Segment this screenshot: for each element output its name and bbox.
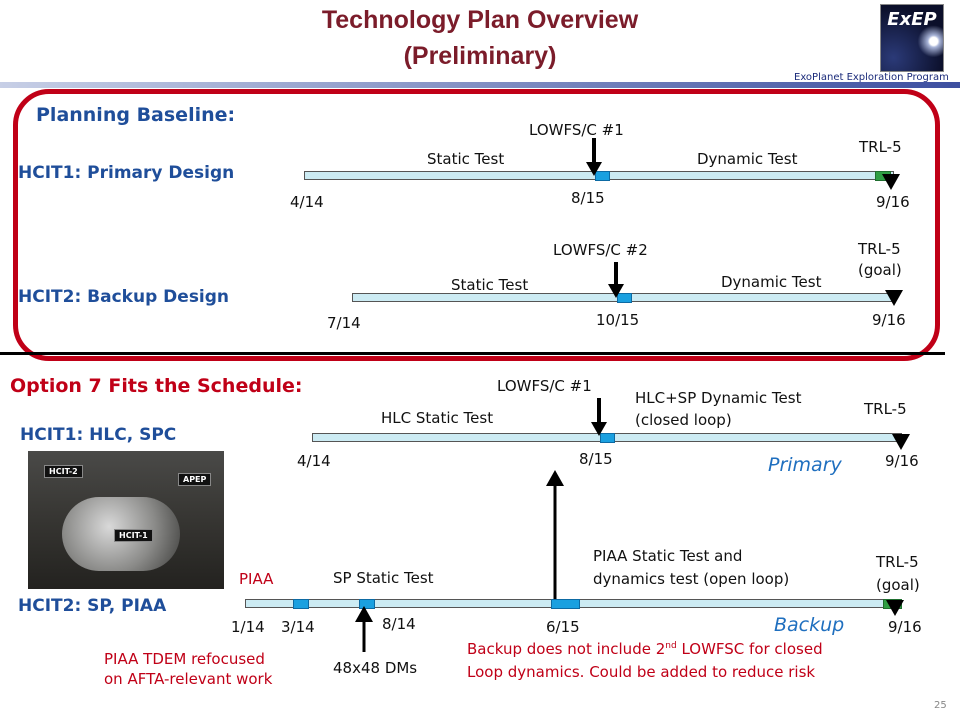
open-loop-label: dynamics test (open loop) (593, 570, 790, 588)
lowfs-1-label: LOWFS/C #1 (529, 121, 624, 139)
backup-dynamic-test-label: Dynamic Test (721, 273, 822, 291)
backup-note-pre: Backup does not include 2 (467, 640, 666, 658)
page-number: 25 (934, 700, 947, 711)
hcit1-primary-label: HCIT1: Primary Design (18, 163, 235, 183)
opt7-lowfs-1-marker (600, 433, 615, 443)
opt7-backup-trl5-goal: (goal) (876, 576, 920, 594)
backup-trl5-label: TRL-5 (858, 240, 901, 258)
hcit2-backup-label: HCIT2: Backup Design (18, 287, 230, 307)
exep-logo: ExEP (880, 4, 944, 72)
program-name: ExoPlanet Exploration Program (794, 72, 949, 83)
backup-tag: Backup (774, 614, 845, 636)
backup-date-3-14: 3/14 (281, 618, 315, 636)
backup-end-date: 9/16 (872, 311, 906, 329)
option7-heading: Option 7 Fits the Schedule: (10, 375, 303, 397)
hcit2-sp-piaa-label: HCIT2: SP, PIAA (18, 596, 167, 616)
primary-start-date: 4/14 (290, 193, 324, 211)
backup-date-1-14: 1/14 (231, 618, 265, 636)
hlc-sp-dynamic-label: HLC+SP Dynamic Test (635, 389, 802, 407)
planning-baseline-box (13, 89, 940, 361)
photo-tag-hcit2: HCIT-2 (44, 465, 83, 478)
backup-trl5-goal: (goal) (858, 261, 902, 279)
static-test-label: Static Test (427, 150, 505, 168)
hlc-static-test-label: HLC Static Test (381, 409, 494, 427)
lowfs-2-label: LOWFS/C #2 (553, 241, 648, 259)
photo-tag-apep: APEP (178, 473, 212, 486)
opt7-primary-mid: 8/15 (579, 450, 613, 468)
backup-note-line2: Loop dynamics. Could be added to reduce … (467, 663, 816, 681)
primary-mid-date: 8/15 (571, 189, 605, 207)
piaa-static-label: PIAA Static Test and (593, 547, 743, 565)
photo-tag-hcit1: HCIT-1 (114, 529, 153, 542)
backup-date-8-14: 8/14 (382, 615, 416, 633)
dms-arrow (355, 606, 373, 652)
backup-note-post: LOWFSC for closed (676, 640, 823, 658)
opt7-backup-end-triangle (886, 600, 904, 616)
backup-to-primary-arrow (546, 470, 564, 602)
closed-loop-label: (closed loop) (635, 411, 732, 429)
backup-end-triangle (885, 290, 903, 306)
backup-static-test-label: Static Test (451, 276, 529, 294)
opt7-primary-end-triangle (892, 434, 910, 450)
opt7-lowfs-1-label: LOWFS/C #1 (497, 377, 592, 395)
piaa-note-line1: PIAA TDEM refocused (104, 650, 265, 668)
lowfs-2-arrow (608, 262, 624, 298)
lowfs-1-arrow (586, 138, 602, 176)
backup-note-line1: Backup does not include 2nd LOWFSC for c… (467, 640, 823, 658)
piaa-marker (293, 599, 309, 609)
backup-date-6-15: 6/15 (546, 618, 580, 636)
opt7-trl5-label: TRL-5 (864, 400, 907, 418)
backup-start-date: 7/14 (327, 314, 361, 332)
backup-date-9-16: 9/16 (888, 618, 922, 636)
dms-note: 48x48 DMs (333, 659, 418, 677)
piaa-static-marker (551, 599, 580, 609)
slide-subtitle: (Preliminary) (403, 42, 557, 70)
opt7-lowfs-1-arrow (591, 398, 607, 436)
dynamic-test-label: Dynamic Test (697, 150, 798, 168)
section-divider (0, 352, 945, 355)
backup-mid-date: 10/15 (596, 311, 640, 329)
opt7-primary-start: 4/14 (297, 452, 331, 470)
header-rule (0, 82, 960, 88)
logo-text: ExEP (887, 9, 937, 30)
opt7-primary-end: 9/16 (885, 452, 919, 470)
sp-static-test-label: SP Static Test (333, 569, 434, 587)
primary-end-date: 9/16 (876, 193, 910, 211)
lowfs-2-marker (617, 293, 632, 303)
sp-static-marker (359, 599, 375, 609)
backup-note-sup: nd (665, 641, 677, 651)
slide-title: Technology Plan Overview (321, 6, 639, 34)
primary-end-triangle (882, 174, 900, 190)
piaa-label: PIAA (239, 570, 274, 588)
primary-tag: Primary (768, 454, 842, 476)
hcit1-hlc-spc-label: HCIT1: HLC, SPC (20, 425, 177, 445)
opt7-backup-trl5: TRL-5 (876, 553, 919, 571)
piaa-note-line2: on AFTA-relevant work (104, 670, 273, 688)
planning-baseline-heading: Planning Baseline: (36, 104, 236, 126)
lowfs-1-marker (595, 171, 610, 181)
hcit-lab-photo: HCIT-2 APEP HCIT-1 (28, 451, 224, 589)
trl5-label: TRL-5 (859, 138, 902, 156)
